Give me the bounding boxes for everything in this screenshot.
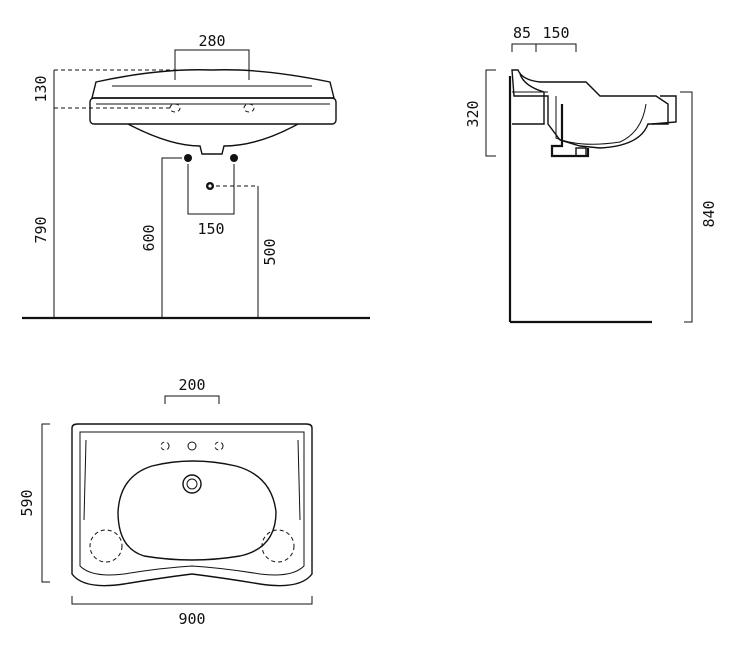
tap-hole-center-icon	[187, 441, 197, 451]
dim-rim-height: 790	[32, 108, 55, 318]
tap-hole-left-icon	[160, 441, 170, 451]
dim-side-offsets: 85 150	[511, 24, 577, 52]
supply-point-left-icon	[184, 154, 192, 162]
top-bowl	[117, 460, 277, 561]
basin-front-panel	[89, 97, 337, 125]
dim-supply-height: 600	[140, 157, 182, 318]
basin-top-rim	[91, 69, 335, 99]
label-150-front: 150	[197, 220, 224, 238]
label-600: 600	[140, 224, 158, 251]
label-200: 200	[178, 376, 205, 394]
dim-top-depth: 590	[18, 423, 50, 583]
top-side-lines	[83, 439, 301, 521]
waste-trap	[550, 104, 590, 158]
dim-side-depth: 320	[464, 69, 496, 157]
label-130: 130	[32, 75, 50, 102]
basin-front-lip	[651, 95, 677, 125]
label-790: 790	[32, 216, 50, 243]
label-500: 500	[261, 238, 279, 265]
label-320: 320	[464, 100, 482, 127]
dim-side-total-height: 840	[680, 91, 718, 323]
dim-top-width: 900	[71, 596, 313, 628]
tap-hole-left-hidden	[169, 103, 181, 113]
soap-recess-right	[261, 529, 295, 563]
label-280: 280	[198, 32, 225, 50]
label-85: 85	[513, 24, 531, 42]
dim-top-tap-spacing: 200	[164, 376, 220, 404]
dim-waste-height: 500	[216, 185, 279, 318]
top-basin-inner-rim	[79, 431, 305, 576]
basin-bowl-inner	[555, 96, 647, 145]
dim-tap-spacing-front: 280	[174, 32, 250, 80]
side-basin	[511, 69, 677, 158]
tap-hole-right-hidden	[243, 103, 255, 113]
side-view: 85 150 320 840	[464, 24, 718, 324]
waste-outlet	[575, 147, 587, 157]
tap-hole-right-icon	[214, 441, 224, 451]
drain-icon	[182, 474, 202, 494]
top-basin-outline	[71, 423, 313, 587]
supply-points	[184, 154, 238, 190]
dim-waste-spacing: 150	[187, 164, 235, 238]
label-590: 590	[18, 489, 36, 516]
front-basin	[89, 69, 337, 155]
basin-bowl-underside	[127, 123, 299, 155]
label-150-side: 150	[542, 24, 569, 42]
top-view: 200 590 900	[18, 376, 313, 628]
label-900: 900	[178, 610, 205, 628]
label-840: 840	[700, 200, 718, 227]
dim-basin-height: 130	[32, 69, 200, 109]
front-view: 280 130 790 600 150	[22, 32, 370, 320]
supply-point-right-icon	[230, 154, 238, 162]
soap-recess-left	[89, 529, 123, 563]
